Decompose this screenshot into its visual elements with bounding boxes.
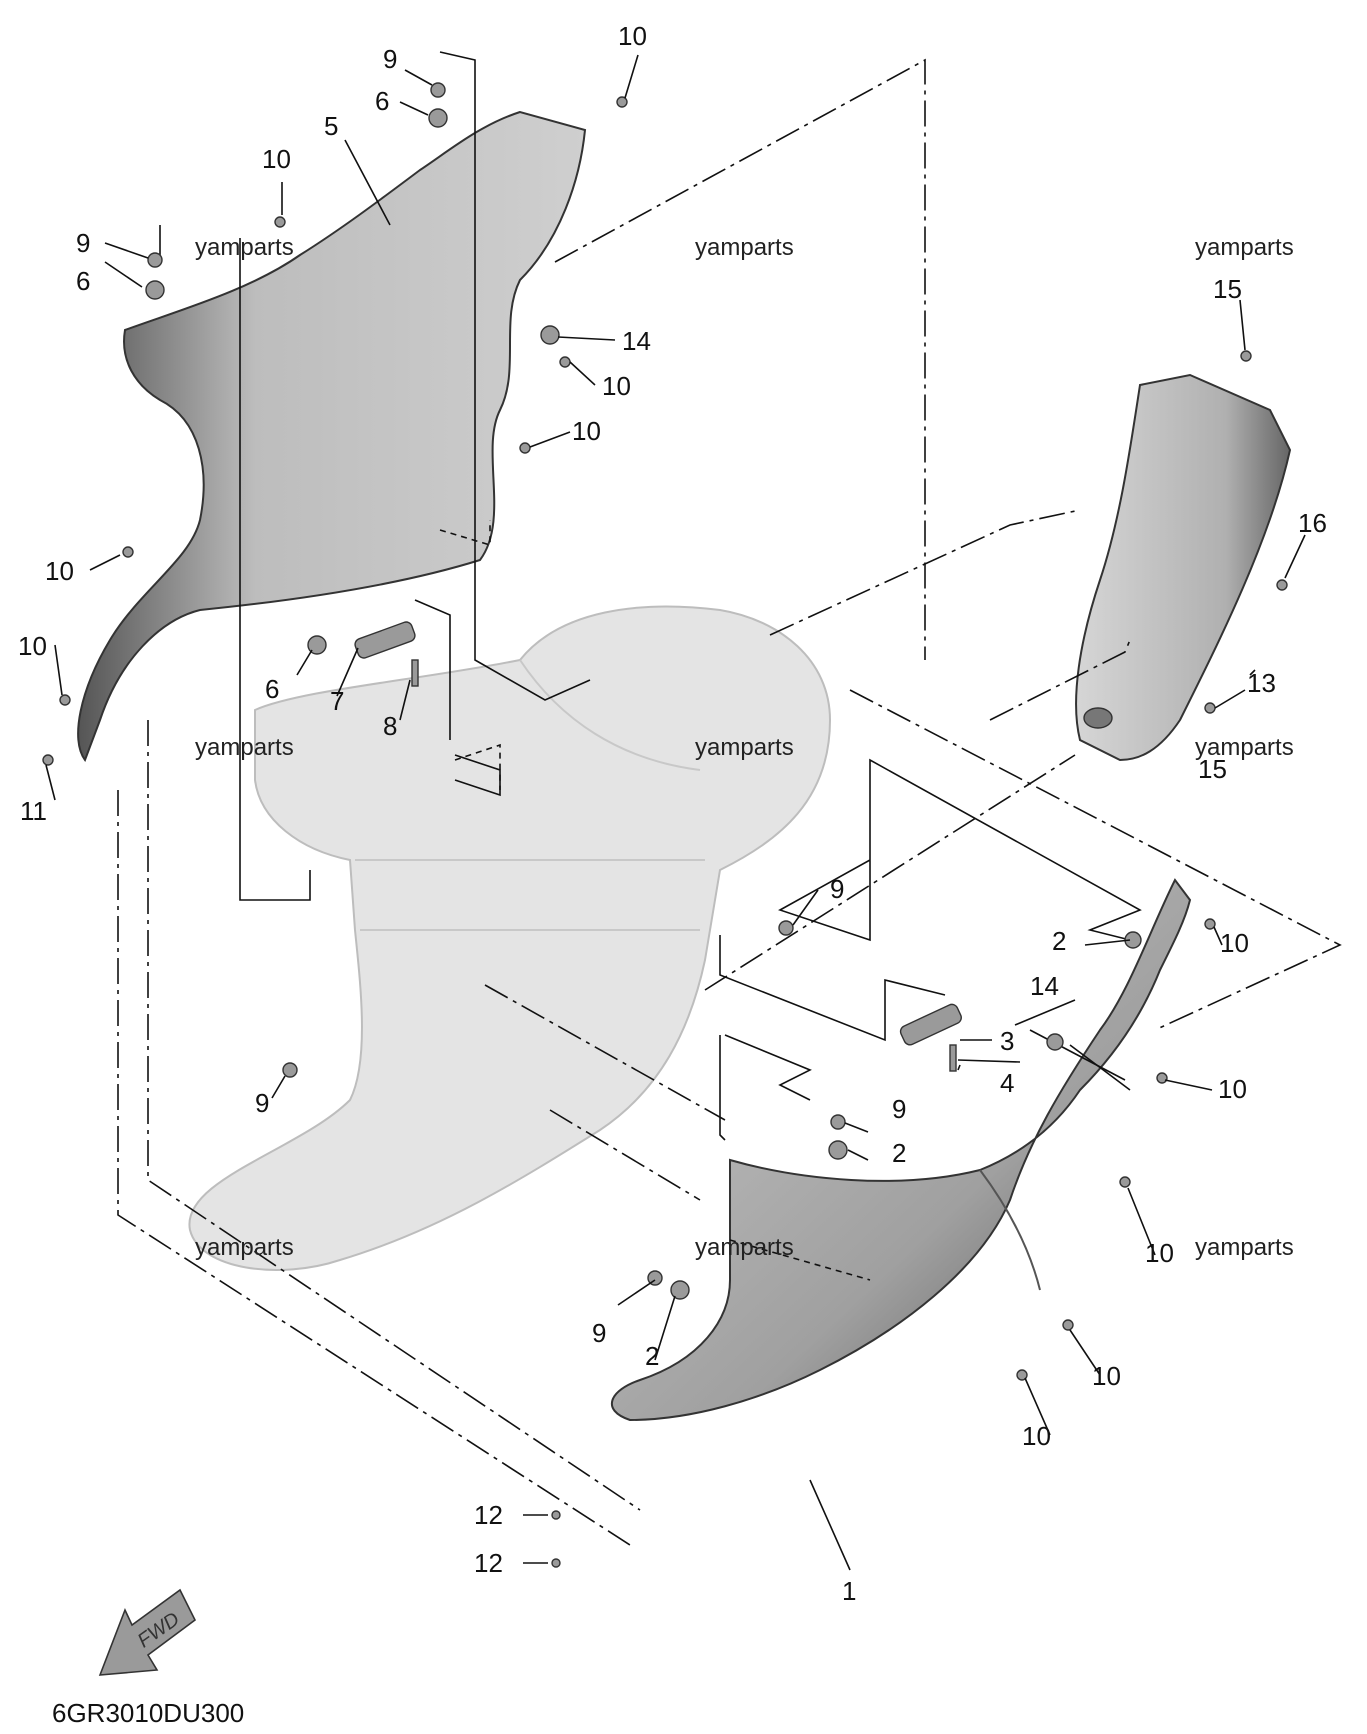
callout-14: 14 bbox=[1030, 971, 1059, 1001]
fasteners bbox=[42, 82, 1288, 1568]
part-13-side-cover bbox=[1075, 373, 1292, 762]
callout-9: 9 bbox=[830, 874, 844, 904]
callout-2: 2 bbox=[892, 1138, 906, 1168]
callout-12: 12 bbox=[474, 1500, 503, 1530]
callout-12: 12 bbox=[474, 1548, 503, 1578]
callout-6: 6 bbox=[265, 674, 279, 704]
callout-10: 10 bbox=[1145, 1238, 1174, 1268]
watermark-text: yamparts bbox=[1195, 734, 1294, 761]
part-1-lower-cover bbox=[610, 878, 1192, 1422]
callout-9: 9 bbox=[892, 1094, 906, 1124]
callout-9: 9 bbox=[255, 1088, 269, 1118]
callout-5: 5 bbox=[324, 111, 338, 141]
callout-11: 11 bbox=[20, 796, 47, 826]
callout-9: 9 bbox=[383, 44, 397, 74]
callout-10: 10 bbox=[262, 144, 291, 174]
callout-4: 4 bbox=[1000, 1068, 1014, 1098]
callout-2: 2 bbox=[645, 1341, 659, 1371]
watermark-text: yamparts bbox=[695, 1234, 794, 1261]
callout-15: 15 bbox=[1213, 274, 1242, 304]
watermark-text: yamparts bbox=[195, 1234, 294, 1261]
callout-10: 10 bbox=[602, 371, 631, 401]
callout-9: 9 bbox=[76, 228, 90, 258]
callout-10: 10 bbox=[572, 416, 601, 446]
callout-10: 10 bbox=[1092, 1361, 1121, 1391]
callout-14: 14 bbox=[622, 326, 651, 356]
callout-9: 9 bbox=[592, 1318, 606, 1348]
callout-8: 8 bbox=[383, 711, 397, 741]
callout-10: 10 bbox=[618, 21, 647, 51]
watermark-text: yamparts bbox=[195, 234, 294, 261]
callout-15: 15 bbox=[1198, 754, 1227, 784]
callout-13: 13 bbox=[1247, 668, 1276, 698]
callout-10: 10 bbox=[1022, 1421, 1051, 1451]
callout-1: 1 bbox=[842, 1576, 856, 1606]
watermark-text: yamparts bbox=[1195, 1234, 1294, 1261]
callout-6: 6 bbox=[375, 86, 389, 116]
watermark-text: yamparts bbox=[695, 234, 794, 261]
part-5-inner-panel bbox=[77, 110, 587, 763]
watermark-text: yamparts bbox=[695, 734, 794, 761]
reference-lines bbox=[117, 51, 1342, 1546]
frame-ghost bbox=[188, 605, 832, 1271]
callout-10: 10 bbox=[45, 556, 74, 586]
callout-7: 7 bbox=[330, 686, 344, 716]
callout-6: 6 bbox=[76, 266, 90, 296]
callout-10: 10 bbox=[1218, 1074, 1247, 1104]
watermarks: yamparts yamparts yamparts yamparts yamp… bbox=[195, 234, 1294, 1261]
watermark-text: yamparts bbox=[1195, 234, 1294, 261]
diagram-code: 6GR3010DU300 bbox=[52, 1698, 244, 1728]
callout-2: 2 bbox=[1052, 926, 1066, 956]
callout-3: 3 bbox=[1000, 1026, 1014, 1056]
watermark-text: yamparts bbox=[195, 734, 294, 761]
callout-10: 10 bbox=[1220, 928, 1249, 958]
callout-16: 16 bbox=[1298, 508, 1327, 538]
fwd-arrow-icon: FWD bbox=[98, 1588, 197, 1676]
callout-leaders bbox=[45, 54, 1306, 1571]
callout-labels: 9 6 5 10 10 9 6 14 10 10 10 10 6 7 8 11 … bbox=[18, 21, 1327, 1606]
callout-10: 10 bbox=[18, 631, 47, 661]
